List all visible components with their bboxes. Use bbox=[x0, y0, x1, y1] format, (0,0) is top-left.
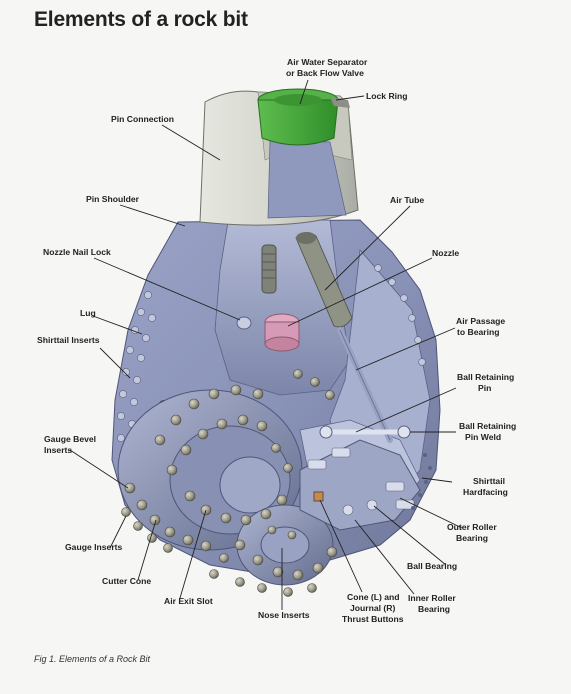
label-ball-bearing: Ball Bearing bbox=[407, 561, 457, 571]
cutter-cone-left bbox=[117, 389, 303, 551]
roller-bearings bbox=[307, 447, 415, 516]
nozzle-threaded bbox=[261, 244, 277, 294]
label-nozzle: Nozzle bbox=[432, 248, 459, 258]
label-nozzle-nail-lock: Nozzle Nail Lock bbox=[43, 247, 111, 257]
label-gauge-bevel-inserts: Gauge Bevel Inserts bbox=[44, 434, 98, 455]
label-cutter-cone: Cutter Cone bbox=[102, 576, 151, 586]
label-pin-connection: Pin Connection bbox=[111, 114, 174, 124]
lock-ring bbox=[330, 97, 350, 108]
label-air-passage: Air Passage to Bearing bbox=[456, 316, 508, 337]
figure-title: Elements of a rock bit bbox=[34, 8, 248, 31]
pink-nozzle bbox=[264, 313, 300, 352]
label-nose-inserts: Nose Inserts bbox=[258, 610, 310, 620]
label-air-water-separator: Air Water Separator or Back Flow Valve bbox=[286, 57, 370, 78]
labels: Air Water Separator or Back Flow Valve L… bbox=[37, 57, 519, 624]
figure-caption: Fig 1. Elements of a Rock Bit bbox=[34, 654, 151, 664]
air-water-separator-valve bbox=[257, 88, 339, 146]
tungsten-carbide-inserts bbox=[121, 369, 338, 597]
leader-lines bbox=[69, 79, 463, 610]
shirttail-hardfacing bbox=[411, 453, 432, 510]
label-outer-roller-bearing: Outer Roller Bearing bbox=[447, 522, 499, 543]
label-shirttail-inserts: Shirttail Inserts bbox=[37, 335, 100, 345]
label-air-exit-slot: Air Exit Slot bbox=[164, 596, 213, 606]
label-ball-retaining-pin: Ball Retaining Pin bbox=[457, 372, 517, 393]
label-gauge-inserts: Gauge Inserts bbox=[65, 542, 123, 552]
label-inner-roller-bearing: Inner Roller Bearing bbox=[408, 593, 458, 614]
label-cone-journal-buttons: Cone (L) and Journal (R) Thrust Buttons bbox=[342, 592, 404, 624]
nozzle-nail-lock bbox=[236, 316, 252, 330]
label-ball-retaining-pin-weld: Ball Retaining Pin Weld bbox=[459, 421, 519, 442]
label-air-tube: Air Tube bbox=[390, 195, 424, 205]
air-tube bbox=[295, 232, 393, 443]
label-pin-shoulder: Pin Shoulder bbox=[86, 194, 140, 204]
label-shirttail-hardfacing: Shirttail Hardfacing bbox=[463, 476, 508, 497]
thrust-button bbox=[313, 491, 324, 502]
ball-retaining-pin bbox=[319, 425, 411, 439]
label-lug: Lug bbox=[80, 308, 96, 318]
label-lock-ring: Lock Ring bbox=[366, 91, 408, 101]
